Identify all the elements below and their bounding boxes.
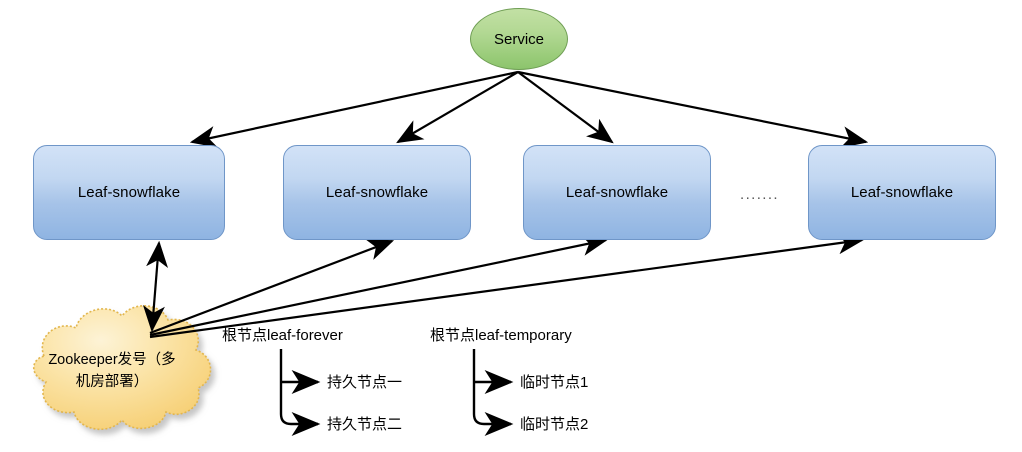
tree-forever-connectors [279, 349, 321, 436]
leaf-snowflake-node-3-label: Leaf-snowflake [565, 184, 669, 201]
zookeeper-cloud-label-line2: 机房部署） [75, 374, 149, 390]
tree-forever-child-2-label: 持久节点二 [327, 416, 403, 433]
leaf-snowflake-node-3[interactable]: Leaf-snowflake [523, 145, 711, 240]
edge-service-to-leaf-4 [517, 70, 869, 149]
edge-zookeeper-to-leaf-2 [149, 239, 395, 335]
edge-zookeeper-to-leaf-3 [149, 234, 609, 337]
tree-forever-child-1-label: 持久节点一 [327, 374, 403, 391]
leaf-snowflake-node-4-label: Leaf-snowflake [850, 184, 954, 201]
edge-service-to-leaf-1 [189, 70, 519, 148]
tree-temporary-connectors [472, 349, 514, 436]
service-to-leaf-edges [189, 70, 869, 149]
edge-service-to-leaf-2 [396, 71, 519, 144]
leaf-snowflake-node-1-label: Leaf-snowflake [77, 184, 181, 201]
tree-temporary-child-2-label: 临时节点2 [520, 416, 589, 433]
leaf-snowflake-node-2[interactable]: Leaf-snowflake [283, 145, 471, 240]
zookeeper-cloud-label: Zookeeper发号（多 机房部署） [17, 349, 207, 393]
zookeeper-cloud-shape [32, 305, 212, 430]
tree-temporary-child-1-label: 临时节点1 [520, 374, 589, 391]
leaf-snowflake-node-2-label: Leaf-snowflake [325, 184, 429, 201]
service-node-label: Service [493, 30, 545, 48]
leaf-to-zookeeper-edges [142, 232, 865, 339]
edge-leaf-1-zookeeper-bidirectional [142, 240, 169, 333]
edge-service-to-leaf-3 [517, 71, 614, 144]
edge-zookeeper-to-leaf-4 [149, 232, 865, 339]
tree-forever-root-label: 根节点leaf-forever [222, 327, 343, 344]
zookeeper-cloud-label-line1: Zookeeper发号（多 [48, 352, 176, 368]
ellipsis-indicator: ....... [740, 186, 779, 203]
leaf-snowflake-node-1[interactable]: Leaf-snowflake [33, 145, 225, 240]
service-node[interactable]: Service [470, 8, 568, 70]
tree-temporary-root-label: 根节点leaf-temporary [430, 327, 572, 344]
leaf-snowflake-node-4[interactable]: Leaf-snowflake [808, 145, 996, 240]
